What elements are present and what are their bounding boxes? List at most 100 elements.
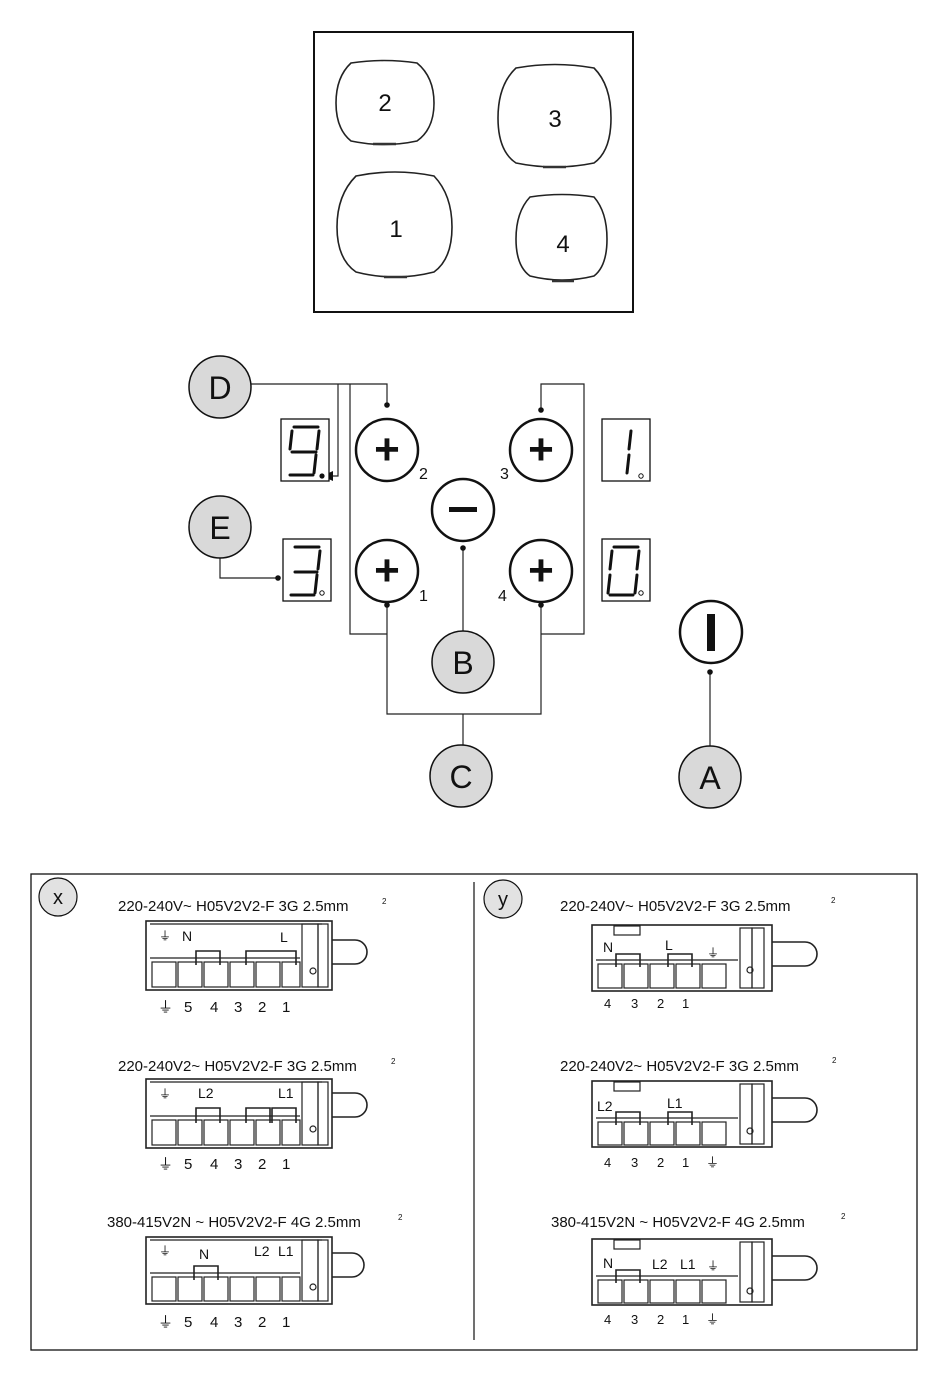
zone-label: 4 (556, 231, 569, 258)
svg-text:5: 5 (184, 1156, 192, 1173)
terminal-block (591, 1238, 818, 1306)
svg-text:1: 1 (682, 996, 689, 1011)
plus-button-zone-3[interactable]: + (508, 417, 574, 483)
wiring-spec-superscript: 2 (398, 1213, 403, 1222)
terminal-numbers: ⏚ 5 4 3 2 1 (158, 1314, 290, 1331)
terminal-block (591, 1080, 818, 1148)
svg-text:⏚: ⏚ (159, 1244, 171, 1258)
svg-text:y: y (498, 889, 508, 911)
svg-text:E: E (209, 510, 230, 546)
hob-outline (313, 31, 634, 313)
svg-text:4: 4 (210, 1156, 218, 1173)
callout-d: D (188, 355, 252, 419)
svg-text:⏚: ⏚ (159, 1087, 171, 1101)
terminal-numbers: 4 3 2 1 (604, 996, 689, 1011)
svg-text:⏚: ⏚ (159, 929, 171, 943)
callout-c: C (429, 744, 493, 808)
wiring-spec-superscript: 2 (832, 1056, 837, 1065)
svg-text:C: C (449, 759, 472, 795)
zone-label: 1 (389, 216, 402, 243)
svg-text:3: 3 (631, 1155, 638, 1170)
terminal-block (145, 920, 368, 991)
svg-text:x: x (53, 887, 63, 909)
cooking-zone-3 (497, 63, 612, 168)
svg-text:3: 3 (631, 1312, 638, 1327)
wiring-spec: 220-240V2~ H05V2V2-F 3G 2.5mm (118, 1058, 357, 1075)
zone-label: 3 (548, 106, 561, 133)
display-zone-3: 1 (601, 418, 651, 482)
svg-text:L2: L2 (652, 1256, 668, 1272)
svg-text:4: 4 (604, 1312, 611, 1327)
svg-text:3: 3 (234, 999, 242, 1016)
svg-text:⏚: ⏚ (707, 946, 719, 960)
minus-icon (449, 507, 477, 512)
svg-text:2: 2 (258, 999, 266, 1016)
plus-button-zone-2[interactable]: + (354, 417, 420, 483)
svg-text:1: 1 (682, 1155, 689, 1170)
cooking-zone-4 (515, 193, 608, 281)
display-zone-2: 9. (280, 418, 330, 482)
wiring-spec-superscript: 2 (391, 1057, 396, 1066)
svg-text:3: 3 (631, 996, 638, 1011)
terminal-numbers: ⏚ 5 4 3 2 1 (158, 1156, 290, 1173)
cooking-zone-2 (335, 59, 435, 146)
svg-text:L1: L1 (667, 1095, 683, 1111)
callout-b: B (431, 630, 495, 694)
svg-text:L1: L1 (278, 1243, 294, 1259)
wiring-frame (30, 873, 918, 1351)
power-icon (707, 614, 715, 651)
svg-text:N: N (603, 939, 613, 955)
cooking-zone-1 (336, 171, 453, 278)
svg-text:L1: L1 (278, 1085, 294, 1101)
svg-text:⏚: ⏚ (158, 999, 173, 1016)
terminal-block (145, 1236, 365, 1305)
svg-text:3: 3 (234, 1156, 242, 1173)
terminal-numbers: 4 3 2 1 ⏚ (604, 1312, 719, 1327)
zone-number-label: 2 (419, 466, 428, 483)
wiring-panel: x y 220-240V~ H05V2V2-F 3G 2.5mm 2 ⏚ (30, 873, 918, 1351)
zone-number-label: 3 (500, 466, 509, 483)
svg-text:L2: L2 (254, 1243, 270, 1259)
svg-text:B: B (452, 645, 473, 681)
terminal-block (591, 924, 818, 992)
panel-y-badge: y (483, 879, 523, 919)
minus-button[interactable] (430, 477, 496, 543)
svg-text:⏚: ⏚ (158, 1156, 173, 1173)
svg-text:2: 2 (657, 996, 664, 1011)
svg-text:5: 5 (184, 1314, 192, 1331)
svg-text:1: 1 (282, 1314, 290, 1331)
svg-text:L1: L1 (680, 1256, 696, 1272)
plus-button-zone-4[interactable]: + (508, 538, 574, 604)
wiring-spec-superscript: 2 (831, 896, 836, 905)
zone-marks (373, 142, 574, 283)
wiring-spec: 220-240V~ H05V2V2-F 3G 2.5mm (560, 898, 791, 915)
leader-lines (219, 383, 711, 750)
terminal-block (145, 1078, 368, 1149)
wiring-spec-superscript: 2 (382, 897, 387, 906)
svg-text:2: 2 (258, 1156, 266, 1173)
svg-text:3: 3 (234, 1314, 242, 1331)
wiring-spec: 220-240V~ H05V2V2-F 3G 2.5mm (118, 898, 349, 915)
svg-text:⏚: ⏚ (706, 1312, 719, 1327)
svg-text:⏚: ⏚ (158, 1314, 173, 1331)
hob-top-view: 2 3 1 4 (313, 31, 634, 313)
svg-text:L: L (280, 929, 288, 945)
svg-text:A: A (699, 760, 721, 796)
zone-number-label: 4 (498, 588, 507, 605)
terminal-numbers: ⏚ 5 4 3 2 1 (158, 999, 290, 1016)
svg-text:4: 4 (210, 999, 218, 1016)
display-zone-1: 3 (282, 538, 332, 602)
terminal-numbers: 4 3 2 1 ⏚ (604, 1155, 719, 1170)
power-button[interactable] (678, 599, 744, 665)
display-zone-4: 0 (601, 538, 651, 602)
wiring-spec-superscript: 2 (841, 1212, 846, 1221)
wiring-spec: 380-415V2N ~ H05V2V2-F 4G 2.5mm (551, 1214, 805, 1231)
callout-e: E (188, 495, 252, 559)
svg-text:1: 1 (282, 999, 290, 1016)
plus-button-zone-1[interactable]: + (354, 538, 420, 604)
zone-number-label: 1 (419, 588, 428, 605)
plus-icon: + (374, 546, 400, 595)
svg-text:L2: L2 (198, 1085, 214, 1101)
plus-icon: + (528, 546, 554, 595)
